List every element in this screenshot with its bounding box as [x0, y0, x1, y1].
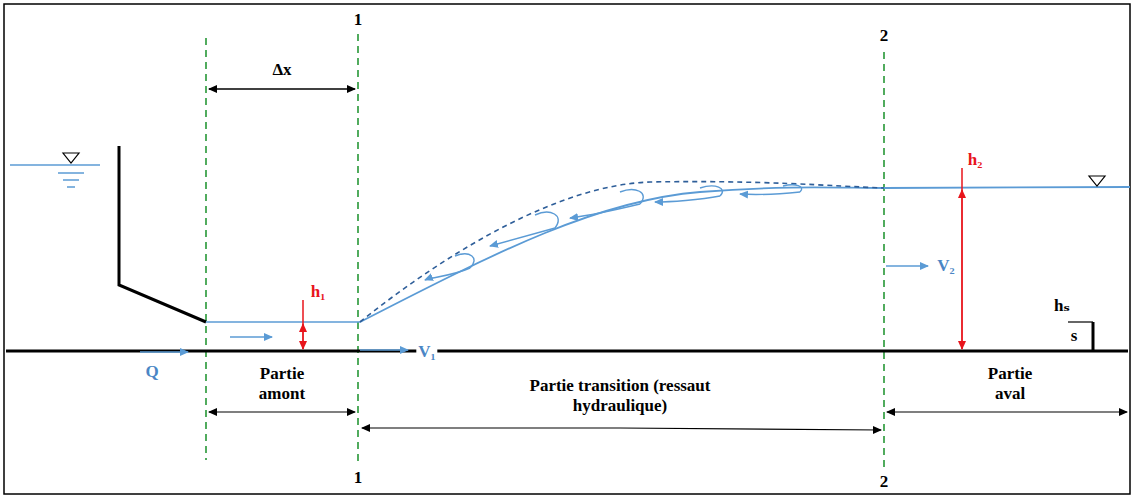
- depth-label: h₁: [309, 282, 328, 302]
- zone-label: Partie amont: [240, 364, 324, 405]
- section-number: 1: [352, 468, 365, 488]
- section-number: 1: [352, 10, 365, 30]
- span-arrow: [1010, 411, 1127, 412]
- span-arrow: [282, 411, 355, 412]
- sill-height-label: hₛ: [1052, 296, 1072, 316]
- sluice-gate: [119, 146, 206, 322]
- velocity-label: V₂: [935, 256, 956, 276]
- section-number: 2: [878, 472, 891, 492]
- roller-vortices: [425, 185, 802, 280]
- span-arrow: [887, 411, 1010, 412]
- velocity-label: V₁: [416, 342, 437, 362]
- dimension-arrow: [209, 88, 282, 90]
- roller-surface: [360, 182, 884, 322]
- channel-bed: [6, 350, 1128, 353]
- span-arrow: [209, 411, 282, 412]
- depth-leader: [302, 300, 304, 324]
- section-number: 2: [878, 26, 891, 46]
- velocity-arrow: [886, 265, 928, 267]
- dimension-arrow: [282, 88, 355, 90]
- depth-arrow: [961, 190, 963, 268]
- span-arrow: [620, 428, 881, 430]
- dimension-label: Δx: [270, 60, 293, 80]
- depth-arrow: [961, 268, 963, 349]
- water-surface: [206, 321, 360, 323]
- flow-arrow: [140, 351, 188, 353]
- velocity-arrow: [360, 349, 408, 351]
- depth-arrow: [302, 324, 304, 336]
- upstream-reservoir: [10, 153, 100, 187]
- zone-label: Partie transition (ressaut hydraulique): [526, 376, 715, 417]
- sill-level-tick: [1068, 321, 1093, 322]
- flow-arrow: [230, 336, 272, 338]
- zone-label: Partie aval: [973, 364, 1047, 405]
- discharge-label: Q: [143, 362, 160, 382]
- water-surface: [360, 187, 1130, 322]
- frame: [4, 4, 1130, 494]
- span-arrow: [362, 427, 620, 428]
- depth-leader: [961, 168, 963, 190]
- downstream-level: [1089, 176, 1105, 186]
- section-lines: [206, 34, 884, 468]
- sill: [1092, 322, 1095, 351]
- depth-arrow: [302, 336, 304, 349]
- sill-label: s: [1069, 326, 1080, 346]
- depth-label: h₂: [966, 150, 985, 170]
